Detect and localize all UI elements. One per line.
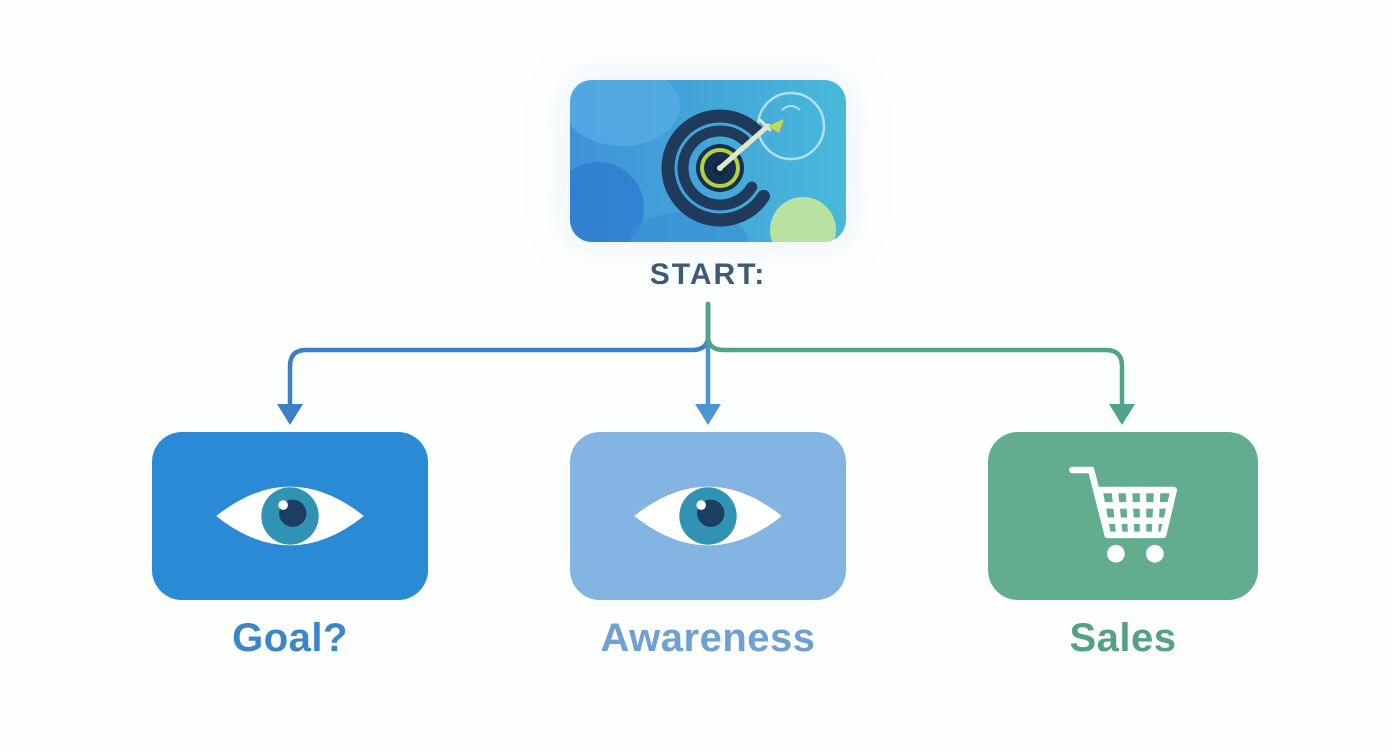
- arrowhead-center-icon: [695, 404, 721, 425]
- node-goal: [152, 432, 428, 600]
- node-sales-label: Sales: [1069, 616, 1177, 660]
- start-illustration-card: [570, 80, 846, 242]
- node-awareness: [570, 432, 846, 600]
- eye-icon: [216, 486, 364, 546]
- connector-left: [287, 301, 711, 409]
- node-goal-label: Goal?: [232, 616, 348, 660]
- eye-icon: [634, 486, 782, 546]
- start-label: START:: [649, 258, 767, 291]
- arrowhead-right-icon: [1109, 404, 1135, 425]
- node-awareness-label: Awareness: [600, 616, 816, 660]
- node-sales: [988, 432, 1258, 600]
- cart-icon: [1069, 466, 1177, 563]
- connector-right: [705, 301, 1125, 409]
- target-dart-illustration-icon: [570, 80, 846, 242]
- arrowhead-left-icon: [277, 404, 303, 425]
